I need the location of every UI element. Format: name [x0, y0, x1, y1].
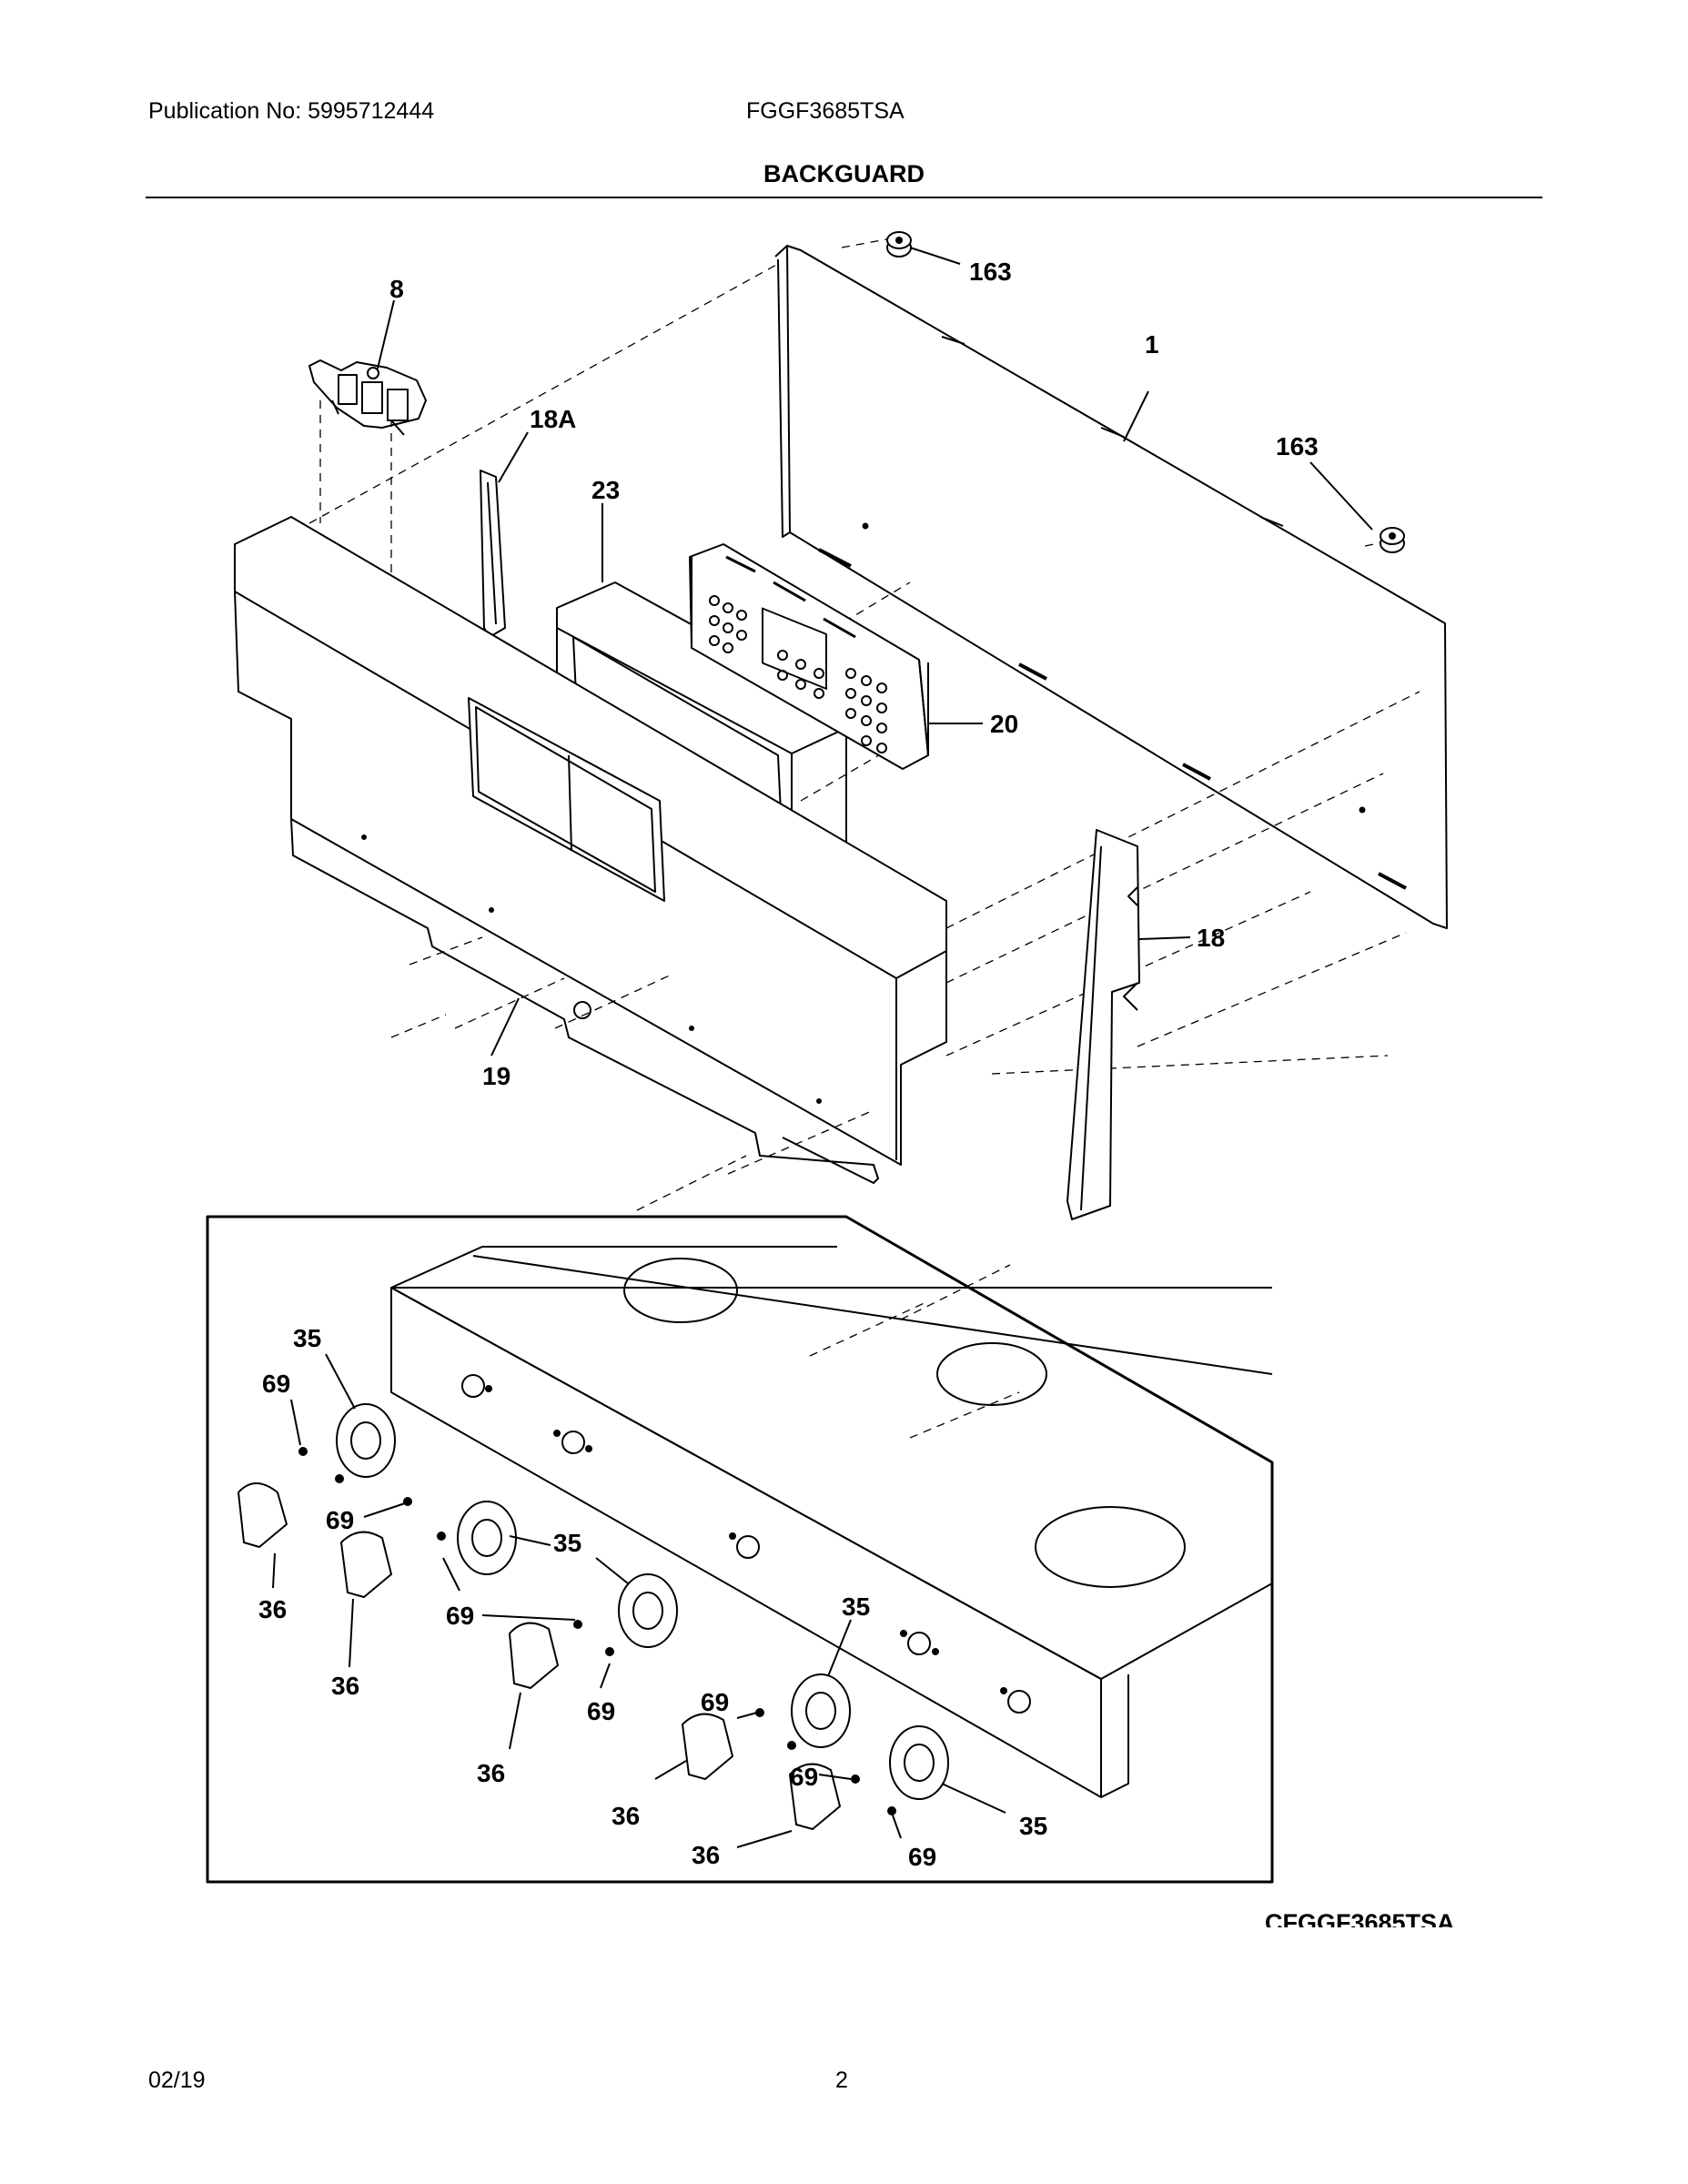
callout-69: 69 — [587, 1697, 615, 1725]
callout-18: 18 — [1197, 924, 1225, 952]
callout-163-right: 163 — [1276, 432, 1319, 460]
control-board-part-20 — [689, 543, 929, 770]
callout-69: 69 — [326, 1506, 354, 1534]
knobs-part-36 — [238, 1482, 841, 1830]
section-title: BACKGUARD — [763, 160, 925, 187]
leader-lines-inset — [272, 1353, 1006, 1848]
bumper-part-163-right — [1380, 527, 1405, 553]
callout-69: 69 — [790, 1763, 818, 1791]
callout-35: 35 — [293, 1324, 321, 1352]
callout-36: 36 — [612, 1802, 640, 1830]
leader-lines-top — [377, 247, 1373, 1057]
callout-20: 20 — [990, 710, 1018, 738]
callout-8: 8 — [389, 275, 404, 303]
backguard-panel-part-19 — [234, 516, 947, 1184]
revision-date: 02/19 — [148, 2068, 206, 2093]
bezels-part-35 — [336, 1403, 949, 1800]
callout-69: 69 — [446, 1602, 474, 1630]
page-number: 2 — [835, 2068, 848, 2093]
callout-1: 1 — [1145, 330, 1159, 359]
publication-number: Publication No: 5995712444 — [148, 98, 435, 124]
end-bracket-part-18A — [480, 470, 506, 638]
end-bracket-part-18 — [1066, 829, 1140, 1220]
callout-18A: 18A — [530, 405, 576, 433]
callout-36: 36 — [477, 1759, 505, 1787]
diagram-code: CFGGF3685TSA — [1265, 1909, 1455, 1927]
callout-69: 69 — [262, 1370, 290, 1398]
model-number: FGGF3685TSA — [746, 98, 905, 124]
bumper-part-163-top — [886, 231, 912, 258]
board-buttons — [709, 595, 887, 753]
inset-frame — [206, 1215, 1274, 1884]
callout-36: 36 — [258, 1595, 287, 1623]
igniter-switch-part-8 — [308, 359, 427, 436]
callout-19: 19 — [482, 1062, 510, 1090]
callout-69: 69 — [908, 1843, 936, 1871]
cooktop-inset — [390, 1246, 1273, 1798]
callout-35: 35 — [842, 1592, 870, 1621]
screws-part-69 — [298, 1447, 896, 1815]
assembly-guide-lines — [308, 238, 1420, 1439]
callout-35: 35 — [553, 1529, 581, 1557]
callout-35: 35 — [1019, 1812, 1047, 1840]
callout-36: 36 — [331, 1672, 359, 1700]
callout-163-top: 163 — [969, 258, 1012, 286]
callout-23: 23 — [591, 476, 620, 504]
callout-36: 36 — [692, 1841, 720, 1869]
header-rule — [146, 197, 1542, 198]
callout-69: 69 — [701, 1688, 729, 1716]
back-panel-part-1 — [774, 245, 1448, 929]
callout-labels: 8 163 1 163 18A 23 20 18 19 35 69 69 35 … — [258, 258, 1319, 1871]
